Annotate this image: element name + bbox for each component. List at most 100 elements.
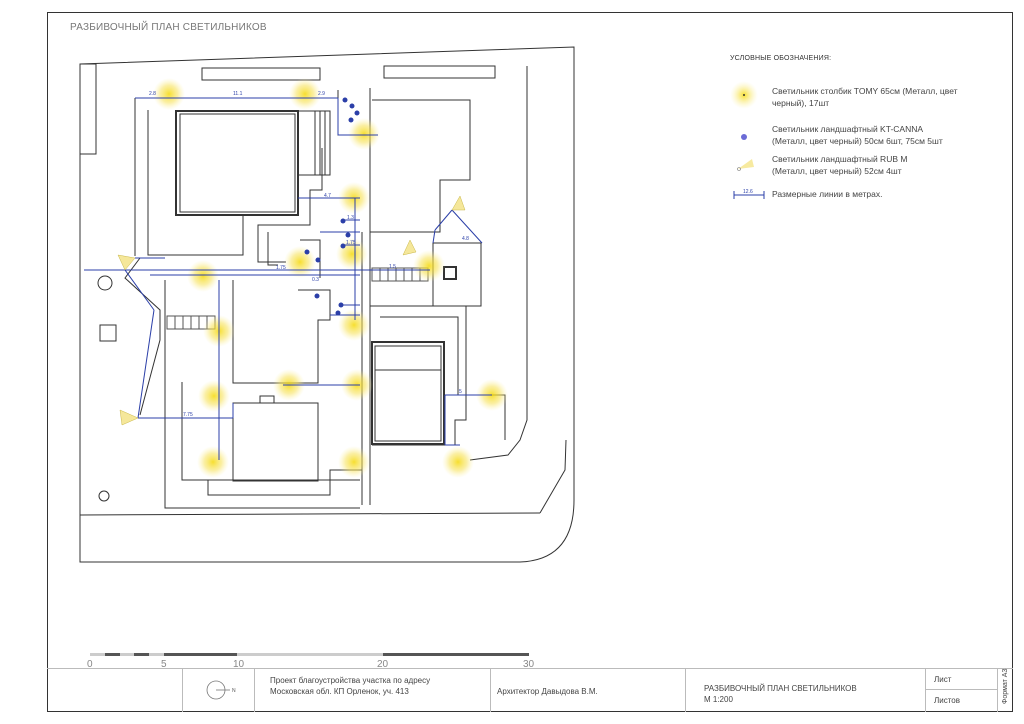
title-block: N Проект благоустройства участка по адре…: [47, 668, 1013, 712]
legend-text-line: Светильник столбик TOMY 65см (Металл, цв…: [772, 86, 958, 96]
scale-label: 5: [161, 659, 167, 670]
landscape-light: [349, 103, 355, 109]
legend-item-bollard: Светильник столбик TOMY 65см (Металл, цв…: [730, 77, 958, 113]
bollard-light-glow: [413, 250, 445, 282]
east-corridor: [370, 305, 467, 446]
stairs-frame: [298, 110, 331, 176]
lower-lawn: [207, 469, 362, 496]
architect-name: Архитектор Давыдова В.М.: [497, 687, 598, 696]
sheet-info-divider: [926, 689, 998, 690]
main-house-inner: [179, 113, 296, 213]
sheet-info-cell: Лист Листов: [925, 668, 998, 712]
drawing-title-cell: РАЗБИВОЧНЫЙ ПЛАН СВЕТИЛЬНИКОВ М 1:200: [685, 668, 925, 712]
legend-title: УСЛОВНЫЕ ОБОЗНАЧЕНИЯ:: [730, 55, 832, 62]
main-house: [175, 110, 299, 216]
center-block: [232, 280, 331, 384]
legend-text-line: Размерные линии в метрах.: [772, 189, 883, 199]
landscape-light: [335, 310, 341, 316]
left-diagonal-walk: [124, 257, 161, 416]
spotlight-beam: [119, 409, 139, 426]
dimension-label: 4.8: [462, 236, 469, 242]
scale-segment: [237, 653, 383, 656]
scale-label: 0: [87, 659, 93, 670]
legend-text-line: (Металл, цвет черный) 50см 6шт, 75см 5шт: [772, 136, 943, 146]
scale-segment: [383, 653, 529, 656]
dimension-label: 4.7: [324, 193, 331, 199]
legend-item-spotlight: Светильник ландшафтный RUB M (Металл, цв…: [730, 153, 907, 177]
sheet-label: Лист: [934, 675, 952, 684]
dimension-label: 2.9: [318, 91, 325, 97]
path-east-2: [257, 148, 323, 263]
top-strip: [201, 67, 321, 81]
landscape-light: [354, 110, 360, 116]
format-label: Формат А3: [1002, 668, 1009, 704]
spotlight-beam-icon: [737, 159, 754, 171]
dimension-line: [451, 209, 483, 244]
legend: УСЛОВНЫЕ ОБОЗНАЧЕНИЯ: Светильник столбик…: [730, 55, 990, 199]
dimension-label: 1.75: [346, 240, 356, 246]
scale-segment: [164, 653, 237, 656]
scale-segment: [105, 653, 120, 656]
site-boundary: [79, 46, 575, 563]
path-east-1: [369, 88, 471, 233]
dimension-label: 1.75: [276, 265, 286, 271]
project-line-2: Московская обл. КП Орленок, уч. 413: [270, 687, 409, 696]
bollard-light-icon: [730, 81, 758, 109]
bollard-lights: [153, 78, 508, 478]
scale-label: 30: [523, 659, 535, 670]
top-left-lot: [79, 63, 97, 155]
scale-segment: [134, 653, 149, 656]
bath-house: [371, 341, 445, 445]
bollard-light-glow: [442, 446, 474, 478]
north-arrow-cell: N: [182, 668, 254, 712]
spotlight-beam: [451, 195, 466, 211]
scale-label: 20: [377, 659, 389, 670]
scale-labels: 0 5 10 20 30: [87, 659, 535, 670]
landscape-light: [315, 257, 321, 263]
drawing-scale: М 1:200: [704, 695, 733, 704]
landscape-light: [304, 249, 310, 255]
garden-feature-circle: [97, 275, 113, 291]
garage: [232, 402, 319, 482]
legend-text-line: черный), 17шт: [772, 98, 830, 108]
landscape-light: [342, 97, 348, 103]
bollard-light-glow: [197, 446, 229, 478]
legend-item-landscape: Светильник ландшафтный KT-CANNA (Металл,…: [730, 121, 943, 146]
landscape-light: [340, 243, 346, 249]
scale-bar: [90, 653, 529, 656]
title-block-top-divider: [47, 668, 1013, 669]
landscape-light: [340, 218, 346, 224]
garage-chimney: [259, 395, 275, 404]
dimension-label: 0.3: [312, 277, 319, 283]
bollard-light-glow: [187, 260, 219, 292]
landscape-light: [314, 293, 320, 299]
architect-cell: Архитектор Давыдова В.М.: [490, 668, 685, 712]
house-terrace: [147, 110, 298, 256]
pavilion-stove: [443, 266, 457, 280]
dimension-label: 2.8: [149, 91, 156, 97]
scale-segment: [120, 653, 134, 656]
bath-house-inner: [374, 345, 442, 442]
west-garden: [181, 382, 360, 481]
legend-item-dimension: 12.6 Размерные линии в метрах.: [730, 185, 883, 201]
bollard-light-glow: [284, 246, 316, 278]
project-cell: Проект благоустройства участка по адресу…: [254, 668, 490, 712]
spotlight-beam: [402, 239, 417, 256]
top-right-strip: [383, 65, 496, 79]
inner-courtyard: [267, 232, 278, 266]
bottom-strip-line: [79, 512, 541, 516]
left-path: [164, 280, 360, 509]
scale-segment: [90, 653, 105, 656]
north-label: N: [232, 688, 236, 694]
dimension-label: 1.3: [347, 215, 354, 221]
dimension-points: [304, 97, 360, 316]
legend-text-line: Светильник ландшафтный RUB M: [772, 154, 908, 164]
dimension-label: 5: [459, 389, 462, 395]
landscape-light: [348, 117, 354, 123]
garden-feature-circle-2: [98, 490, 110, 502]
dimension-line: [434, 209, 453, 231]
legend-text-line: (Металл, цвет черный) 52см 4шт: [772, 166, 902, 176]
bollard-light-glow: [289, 78, 321, 110]
right-curve-inner: [539, 439, 567, 514]
